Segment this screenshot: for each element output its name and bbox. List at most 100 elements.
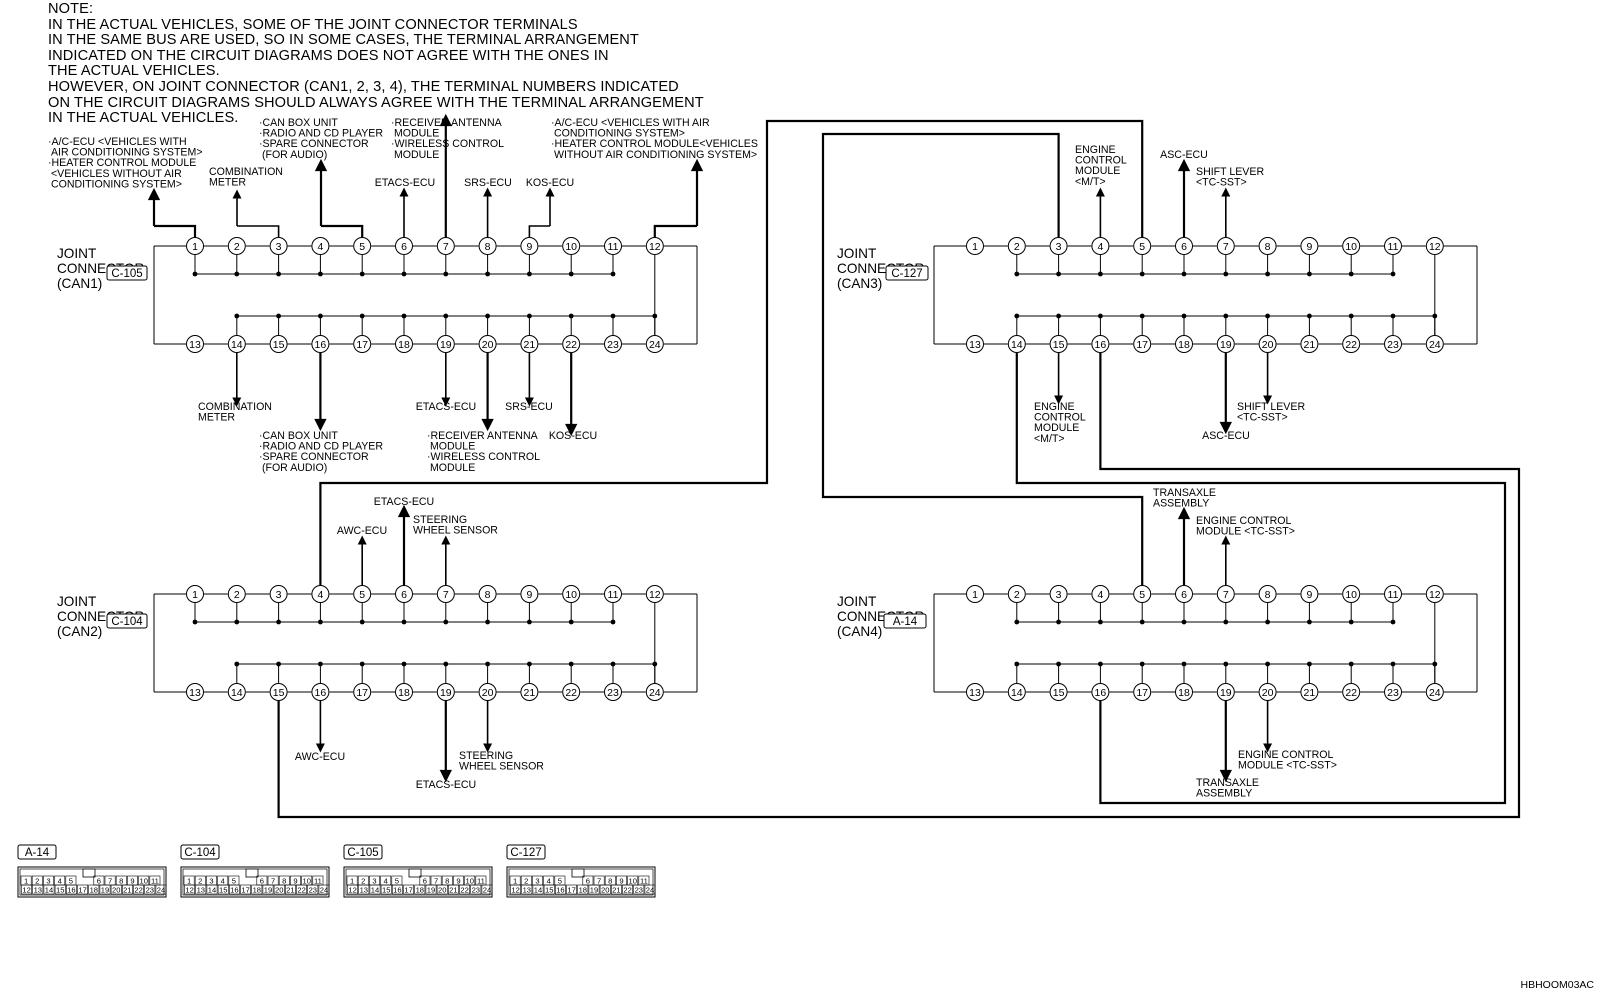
splice-dot	[485, 313, 490, 319]
splice-dot	[401, 619, 407, 625]
terminal-number: 1	[972, 589, 978, 601]
device-label: SRS-ECU	[505, 401, 553, 413]
terminal-circle	[1133, 585, 1152, 603]
terminal-circle	[1258, 335, 1277, 353]
face-terminal-number: 10	[139, 877, 147, 886]
face-terminal-number: 1	[187, 877, 191, 886]
face-cavity	[566, 884, 577, 895]
face-cavity	[240, 884, 251, 895]
face-cavity	[133, 884, 144, 895]
terminal-number: 6	[401, 241, 407, 253]
connector-code: C-104	[111, 616, 143, 628]
terminal-circle	[395, 585, 413, 603]
terminal-number: 22	[1345, 339, 1357, 351]
face-terminal-number: 22	[623, 886, 631, 895]
terminal-circle	[269, 585, 288, 603]
face-terminal-number: 6	[260, 877, 264, 886]
terminal-number: 3	[1056, 589, 1062, 601]
face-terminal-number: 9	[456, 877, 460, 886]
terminal-number: 1	[972, 241, 978, 253]
face-terminal-number: 2	[361, 877, 365, 886]
terminal-circle	[186, 237, 204, 255]
terminal-circle	[1258, 585, 1277, 603]
face-cavity	[577, 884, 589, 895]
branch-can2-t16: AWC-ECU	[295, 701, 345, 763]
face-cavity	[54, 884, 66, 895]
terminal-circle	[1091, 237, 1110, 255]
terminal-number: 18	[398, 339, 410, 351]
face-cavity	[633, 884, 645, 895]
terminal-number: 13	[969, 339, 981, 351]
face-cavity	[262, 884, 274, 895]
terminal-circle	[227, 237, 246, 255]
device-label: ·CAN BOX UNIT·RADIO AND CD PLAYER·SPARE …	[259, 117, 383, 161]
terminal-circle	[353, 237, 372, 255]
terminal-number: 3	[276, 589, 282, 601]
splice-dot	[1348, 661, 1354, 667]
terminal-circle	[186, 683, 204, 701]
branch-can1-t20: ·RECEIVER ANTENNA MODULE·WIRELESS CONTRO…	[427, 353, 540, 474]
terminal-circle	[1049, 335, 1068, 353]
face-terminal-number: 12	[511, 886, 519, 895]
splice-dot	[1181, 313, 1187, 319]
splice-dot	[1056, 271, 1061, 277]
face-terminal-number: 20	[275, 886, 283, 895]
face-terminal-number: 12	[22, 886, 30, 895]
device-label: ·RECEIVER ANTENNA MODULE·WIRELESS CONTRO…	[391, 117, 504, 161]
terminal-number: 9	[1306, 241, 1312, 253]
terminal-number: 20	[482, 339, 494, 351]
terminal-circle	[227, 335, 246, 353]
face-terminal-number: 11	[151, 877, 159, 886]
device-label: ·A/C-ECU <VEHICLES WITH AIR CONDITIONING…	[551, 117, 758, 161]
device-label: AWC-ECU	[337, 525, 387, 537]
terminal-number: 12	[1429, 241, 1441, 253]
splice-dot	[485, 619, 490, 625]
face-terminal-number: 15	[56, 886, 64, 895]
splice-dot	[610, 313, 616, 319]
terminal-circle	[1300, 585, 1319, 603]
splice-dot	[1265, 271, 1270, 277]
face-cavity	[543, 884, 555, 895]
terminal-circle	[353, 335, 372, 353]
face-terminal-number: 15	[219, 886, 227, 895]
face-terminal-number: 21	[286, 886, 294, 895]
face-cavity	[318, 884, 330, 895]
face-terminal-number: 7	[108, 877, 112, 886]
terminal-circle	[562, 585, 581, 603]
terminal-number: 24	[649, 687, 661, 699]
face-terminal-number: 2	[524, 877, 528, 886]
terminal-number: 1	[192, 241, 198, 253]
terminal-number: 19	[1220, 687, 1232, 699]
face-code-box	[180, 844, 220, 860]
face-terminal-number: 22	[460, 886, 468, 895]
splice-dot	[359, 313, 365, 319]
splice-dot	[1181, 661, 1187, 667]
face-terminal-number: 7	[597, 877, 601, 886]
splice-dot	[276, 661, 281, 667]
splice-dot	[1223, 271, 1229, 277]
branch-can1-t7: ·RECEIVER ANTENNA MODULE·WIRELESS CONTRO…	[391, 113, 504, 237]
splice-dot	[1098, 313, 1103, 319]
terminal-number: 18	[1178, 339, 1190, 351]
terminal-circle	[311, 237, 330, 255]
terminal-circle	[1300, 335, 1319, 353]
device-label: ASC-ECU	[1202, 430, 1250, 442]
face-cavity	[554, 884, 566, 895]
terminal-number: 13	[189, 687, 201, 699]
splice-dot	[443, 619, 449, 625]
face-terminal-number: 7	[434, 877, 438, 886]
terminal-circle	[186, 585, 204, 603]
terminal-circle	[436, 585, 455, 603]
terminal-circle	[1007, 585, 1026, 603]
terminal-number: 24	[1429, 687, 1441, 699]
splice-dot	[401, 271, 407, 277]
splice-dot	[276, 271, 281, 277]
terminal-number: 11	[608, 589, 619, 601]
terminal-number: 20	[482, 687, 494, 699]
